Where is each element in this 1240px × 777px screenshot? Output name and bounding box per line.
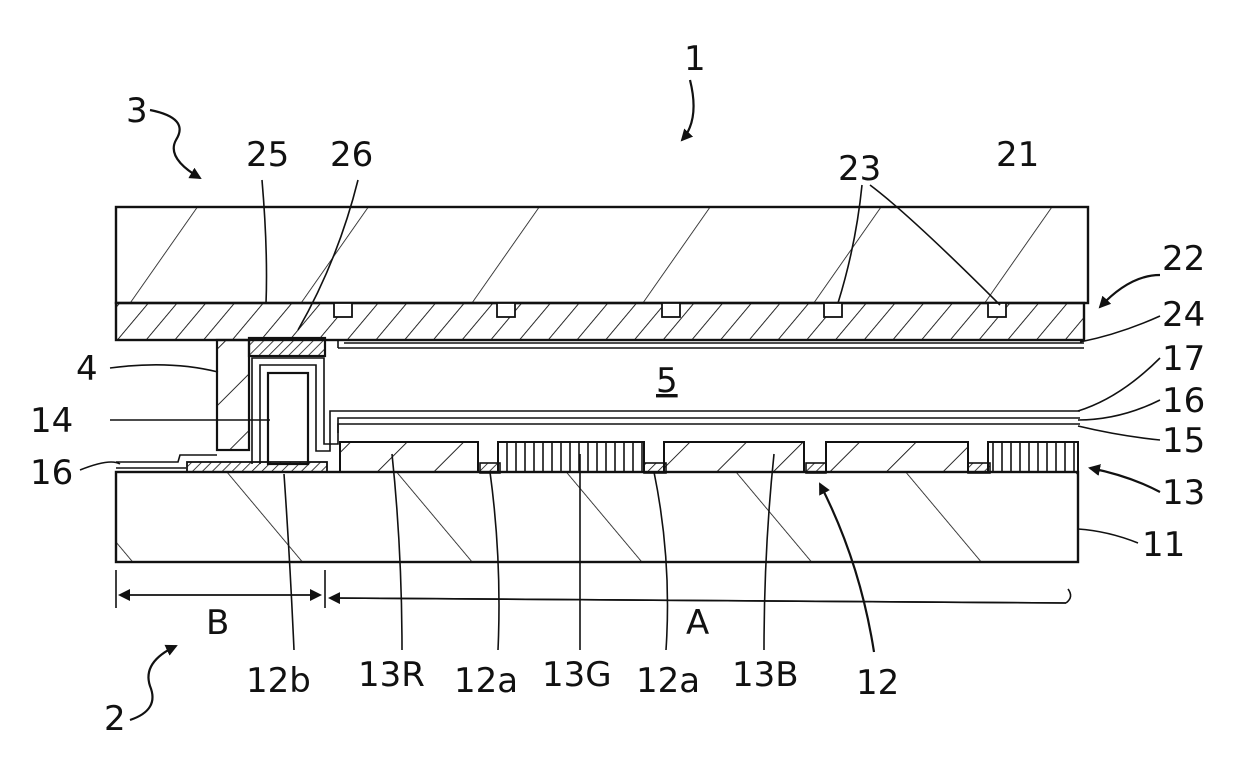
- label-13R: 13R: [358, 655, 425, 695]
- label-16-right: 16: [1162, 381, 1205, 421]
- label-2: 2: [104, 699, 126, 739]
- label-15: 15: [1162, 421, 1205, 461]
- label-3: 3: [126, 91, 148, 131]
- label-11: 11: [1142, 525, 1185, 565]
- label-13: 13: [1162, 473, 1205, 513]
- label-12: 12: [856, 663, 899, 703]
- label-25: 25: [246, 135, 289, 175]
- label-4: 4: [76, 349, 98, 389]
- label-5: 5: [656, 361, 678, 401]
- label-17: 17: [1162, 339, 1205, 379]
- upper-film: [338, 340, 1084, 348]
- label-24: 24: [1162, 295, 1205, 335]
- label-13B: 13B: [732, 655, 799, 695]
- label-B: B: [206, 603, 229, 643]
- label-13G: 13G: [542, 655, 612, 695]
- region-dimensions: [116, 570, 1071, 608]
- label-12a-second: 12a: [636, 661, 700, 701]
- electrode-12b: [187, 462, 327, 472]
- lower-substrate: [116, 472, 1078, 562]
- upper-layer-strip: [116, 303, 1084, 340]
- label-26: 26: [330, 135, 373, 175]
- label-12a-first: 12a: [454, 661, 518, 701]
- label-1: 1: [684, 39, 706, 79]
- label-23: 23: [838, 149, 881, 189]
- label-22: 22: [1162, 239, 1205, 279]
- label-12b: 12b: [246, 661, 311, 701]
- labels: 1 3 25 26 23 21 22 24 4 5 17 16 14 15 16…: [30, 39, 1205, 739]
- upper-substrate: [116, 207, 1088, 303]
- sealant: [217, 340, 249, 450]
- contact-block: [249, 338, 325, 356]
- label-21: 21: [996, 135, 1039, 175]
- label-16-left: 16: [30, 453, 73, 493]
- label-A: A: [686, 603, 709, 643]
- label-14: 14: [30, 401, 73, 441]
